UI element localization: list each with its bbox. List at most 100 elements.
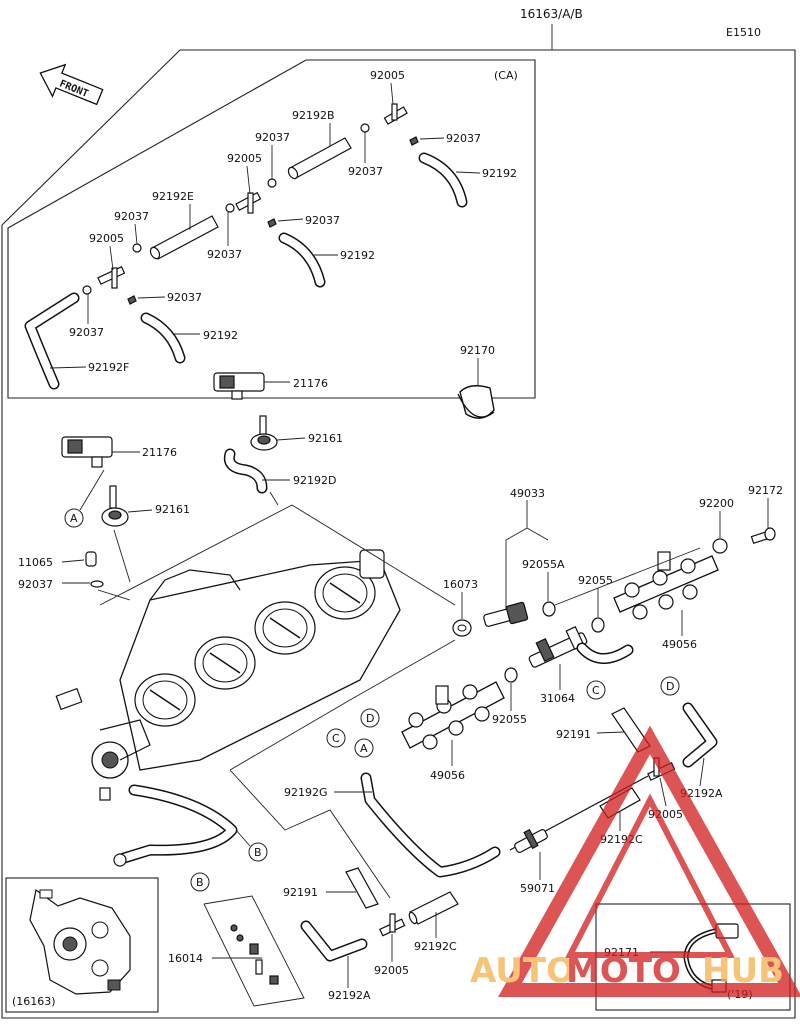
clip-92037-d [225, 203, 235, 213]
joint-59071 [514, 828, 548, 853]
label-16073: 16073 [443, 578, 478, 591]
oring-92055-a [591, 617, 605, 633]
hose-92192A-a [682, 702, 718, 768]
inset-label: (16163) [12, 995, 56, 1008]
ref-circle-A-2 [354, 738, 374, 758]
watermark-logo: AUTO MOTO HUB [470, 725, 800, 997]
clip-92037-i [90, 580, 104, 588]
label-92172: 92172 [748, 484, 783, 497]
watermark-auto: AUTO [470, 951, 575, 991]
label-92192A-b: 92192A [328, 989, 371, 1002]
label-92037-g: 92037 [167, 291, 202, 304]
label-92192-a: 92192 [482, 167, 517, 180]
inset-throttle-detail [29, 888, 131, 995]
hose-92192A-b [300, 920, 368, 962]
label-92161-a: 92161 [308, 432, 343, 445]
clip-92037-b [409, 136, 419, 146]
label-92055-b: 92055 [492, 713, 527, 726]
grommet-92161-lower [101, 485, 129, 527]
label-49056-b: 49056 [430, 769, 465, 782]
outer-frame [1, 49, 796, 1019]
fuel-rail-49056-upper [613, 551, 719, 620]
label-92192D: 92192D [293, 474, 336, 487]
bolt-92172 [750, 527, 776, 545]
inset-frame [5, 877, 159, 1013]
ref-letter-C-2: C [592, 684, 600, 697]
label-92037-f: 92037 [114, 210, 149, 223]
clip-92037-f [132, 243, 142, 253]
label-92192-b: 92192 [340, 249, 375, 262]
label-31064: 31064 [540, 692, 575, 705]
fuel-rail-49056-lower [401, 681, 505, 750]
label-92192C-b: 92192C [414, 940, 457, 953]
label-92170: 92170 [460, 344, 495, 357]
label-92037-e: 92037 [305, 214, 340, 227]
ref-circle-C-2 [586, 680, 606, 700]
hose-92192D [223, 448, 268, 494]
pipe-92192B [287, 137, 352, 180]
label-92192-c: 92192 [203, 329, 238, 342]
label-92055-a: 92055 [578, 574, 613, 587]
injector-49033 [483, 601, 529, 627]
assembly-number: 16163/A/B [520, 7, 583, 21]
ref-letter-A-1: A [70, 512, 78, 525]
band-92170 [457, 385, 495, 419]
tee-connector-92005-mid [235, 191, 262, 214]
hose-92192F [24, 292, 80, 390]
label-92192B: 92192B [292, 109, 335, 122]
tee-connector-92005-bottom [379, 913, 406, 937]
label-92037-i: 92037 [18, 578, 53, 591]
hose-92192G [360, 772, 501, 878]
ref-letter-A-2: A [360, 742, 368, 755]
watermark-moto: MOTO [566, 951, 681, 991]
label-92192E: 92192E [152, 190, 194, 203]
label-92005-e: 92005 [374, 964, 409, 977]
hose-92192-a [418, 152, 468, 208]
pipe-92191-b [345, 867, 379, 909]
label-49056-a: 49056 [662, 638, 697, 651]
hose-92192-b [278, 232, 326, 288]
label-11065: 11065 [18, 556, 53, 569]
label-92005-a: 92005 [370, 69, 405, 82]
hose-92192-c [140, 312, 186, 364]
label-92055A: 92055A [522, 558, 565, 571]
label-92037-b: 92037 [348, 165, 383, 178]
valve-kit-16014 [230, 924, 279, 985]
washer-92200 [712, 538, 728, 554]
ref-letter-D-2: D [666, 680, 674, 693]
label-16014: 16014 [168, 952, 203, 965]
throttle-body-assembly [55, 549, 401, 801]
hose-throttle-body [118, 784, 238, 864]
ref-circle-A-1 [64, 508, 84, 528]
cap-11065 [85, 551, 97, 567]
grommet-92161-upper [250, 415, 278, 451]
label-92037-a: 92037 [446, 132, 481, 145]
ca-label: (CA) [494, 69, 518, 82]
tee-connector-92005-left [97, 265, 126, 289]
sensor-21176-lower [61, 436, 113, 468]
label-92037-d: 92037 [207, 248, 242, 261]
label-59071: 59071 [520, 882, 555, 895]
label-92192G: 92192G [284, 786, 328, 799]
label-21176-b: 21176 [142, 446, 177, 459]
label-92191-a: 92191 [556, 728, 591, 741]
front-arrow-icon: FRONT [39, 63, 104, 106]
label-92191-b: 92191 [283, 886, 318, 899]
clip-92037-c [267, 178, 277, 188]
label-92005-c: 92005 [89, 232, 124, 245]
label-92192A-a: 92192A [680, 787, 723, 800]
ref-letter-B-1: B [254, 846, 262, 859]
clip-92037-h [82, 285, 92, 295]
ref-circle-B-1 [248, 842, 268, 862]
joint-31064 [528, 626, 634, 668]
sensor-21176-upper [213, 372, 265, 400]
oring-92055A [542, 601, 556, 617]
tee-connector-92005-top [383, 103, 408, 125]
label-92037-h: 92037 [69, 326, 104, 339]
pipe-92192C-b [408, 891, 459, 925]
label-92161-b: 92161 [155, 503, 190, 516]
clip-92037-g [127, 295, 137, 305]
label-21176-a: 21176 [293, 377, 328, 390]
oring-92055-b [504, 667, 518, 683]
